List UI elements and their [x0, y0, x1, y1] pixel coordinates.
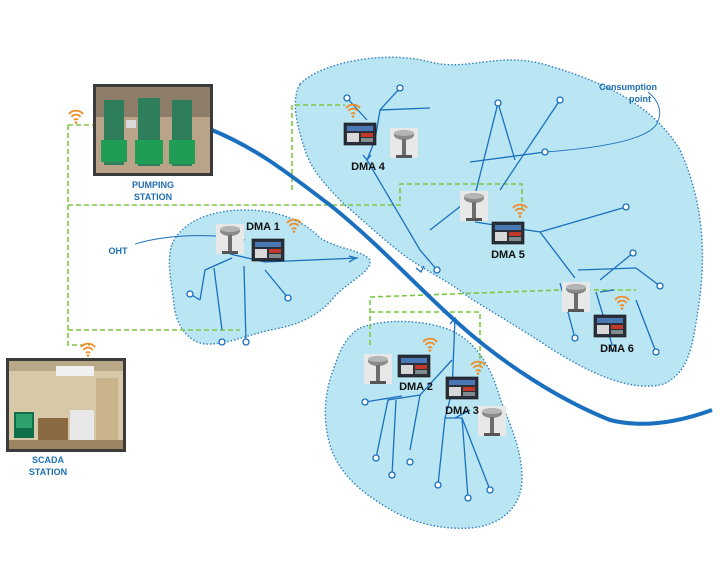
- main-transmission-pipe: [211, 128, 713, 426]
- pumping-station-label-line2: STATION: [134, 192, 172, 202]
- dma-3-controller-icon: [445, 376, 479, 400]
- dma-4-tank-icon: [390, 128, 418, 158]
- dma-1-label: DMA 1: [246, 221, 280, 233]
- consumption-nodes: [186, 84, 664, 502]
- dma-5-tank-icon: [460, 191, 488, 221]
- dma-6-label: DMA 6: [600, 343, 634, 355]
- dma-4-controller-icon: [343, 122, 377, 146]
- scada-station-photo: [6, 358, 126, 452]
- consumption-point-label-line2: point: [629, 94, 651, 104]
- communication-links: [67, 104, 636, 372]
- dma-3-label: DMA 3: [445, 405, 479, 417]
- junction-markers: [348, 154, 461, 325]
- dma-2-controller-icon: [397, 354, 431, 378]
- oht-label: OHT: [109, 246, 129, 256]
- dma-6-tank-icon: [562, 282, 590, 312]
- dma-4-label: DMA 4: [351, 161, 386, 173]
- dma-1-tank-icon: [216, 224, 244, 254]
- scada-station-label-line1: SCADA: [32, 455, 65, 465]
- scada-station-label-line2: STATION: [29, 467, 67, 477]
- pumping-station-wifi-icon: [68, 109, 84, 125]
- dma-1-controller-icon: [251, 238, 285, 262]
- pumping-station-photo: [93, 84, 213, 176]
- dma-3-tank-icon: [478, 406, 506, 436]
- dma-2-tank-icon: [364, 354, 392, 384]
- dma-6-controller-icon: [593, 314, 627, 338]
- dma-5-label: DMA 5: [491, 249, 525, 261]
- dma-5-controller-icon: [491, 221, 525, 245]
- consumption-point-label-line1: Consumption: [599, 82, 657, 92]
- pumping-station-label-line1: PUMPING: [132, 180, 174, 190]
- dma-2-label: DMA 2: [399, 381, 433, 393]
